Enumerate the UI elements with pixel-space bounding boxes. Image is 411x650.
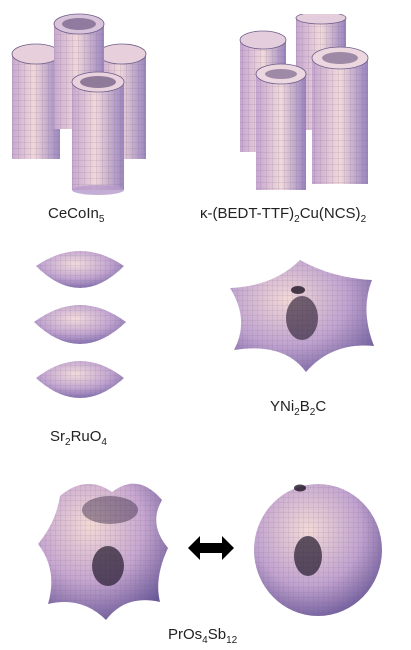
- cylinder-back-left: [12, 44, 60, 159]
- kappa-fermi-surface: [236, 14, 386, 199]
- label-kappa-bedt: κ-(BEDT-TTF)2Cu(NCS)2: [200, 205, 366, 225]
- cylinder-front: [72, 72, 124, 195]
- yni2b2c-fermi-surface: [222, 250, 382, 380]
- disc-middle: [34, 305, 126, 344]
- label-sr-b: RuO: [71, 428, 102, 445]
- disc-top: [36, 251, 124, 288]
- label-yni2b2c: YNi2B2C: [270, 398, 326, 418]
- sr2ruo4-fermi-surface: [30, 240, 130, 415]
- label-kappa-main: κ-(BEDT-TTF): [200, 205, 294, 222]
- label-pros-b: Sb: [208, 626, 226, 643]
- label-cecoin5-sub: 5: [99, 214, 105, 225]
- label-pros-sb: 12: [226, 635, 237, 646]
- lobed-body: [230, 260, 374, 372]
- label-sr2ruo4: Sr2RuO4: [50, 428, 107, 448]
- sphere-body: [254, 484, 382, 616]
- pros4sb12-spherical-surface: [248, 472, 388, 622]
- label-sr-sb: 4: [101, 437, 107, 448]
- double-arrow-icon: [188, 536, 234, 560]
- label-yni-c: C: [315, 398, 326, 415]
- label-yni-b: B: [300, 398, 310, 415]
- label-kappa-sub2: 2: [361, 214, 367, 225]
- sheet-front-right: [312, 47, 368, 184]
- sheet-front-left: [256, 64, 306, 190]
- label-sr-a: Sr: [50, 428, 65, 445]
- label-kappa-mid: Cu(NCS): [300, 205, 361, 222]
- label-pros4sb12: PrOs4Sb12: [168, 626, 237, 646]
- label-cecoin5-main: CeCoIn: [48, 205, 99, 222]
- label-cecoin5: CeCoIn5: [48, 205, 104, 225]
- cubic-lobed-body: [38, 484, 168, 620]
- label-pros-a: PrOs: [168, 626, 202, 643]
- label-yni-a: YNi: [270, 398, 294, 415]
- cecoin5-fermi-surface: [6, 10, 151, 195]
- disc-bottom: [36, 361, 124, 398]
- pros4sb12-cubic-surface: [30, 470, 180, 625]
